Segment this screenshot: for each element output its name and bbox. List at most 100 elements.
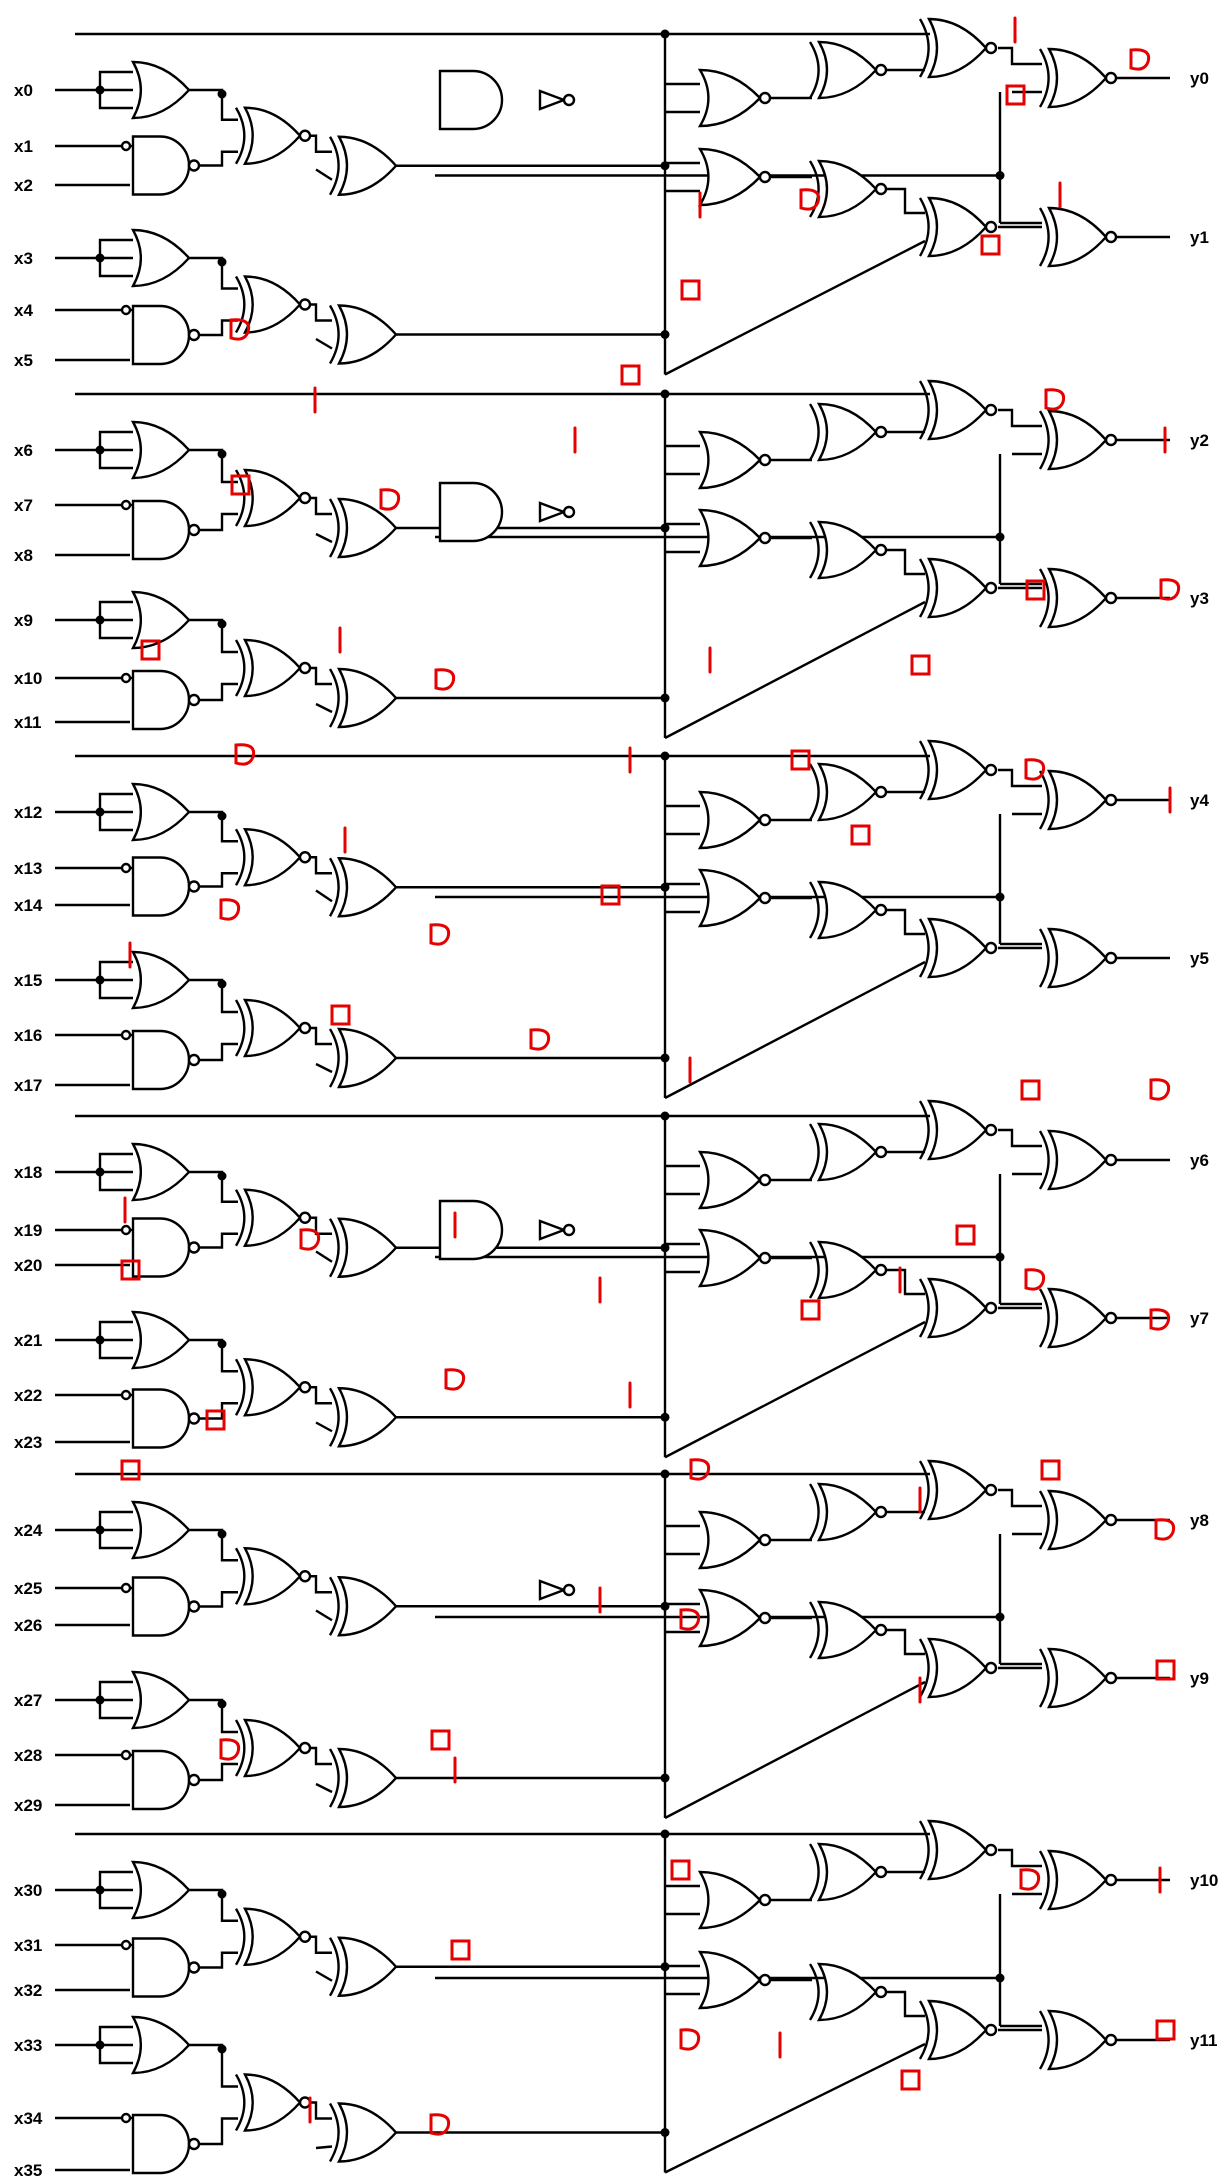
wire bbox=[664, 960, 926, 1100]
xor-input-arc bbox=[328, 857, 340, 917]
xor-input-arc bbox=[1038, 1288, 1050, 1348]
input-label-x19: x19 bbox=[14, 1221, 42, 1240]
xnor-gate bbox=[816, 159, 878, 219]
red-annotation-mark bbox=[1019, 1868, 1041, 1891]
output-label-y10: y10 bbox=[1190, 1871, 1218, 1890]
nor-gate bbox=[697, 1588, 762, 1648]
inversion-bubble bbox=[758, 91, 772, 105]
xnor-gate bbox=[816, 1240, 878, 1300]
input-label-x30: x30 bbox=[14, 1881, 42, 1900]
red-annotation-mark bbox=[955, 1224, 976, 1246]
junction-dot bbox=[217, 811, 227, 821]
input-bubble bbox=[120, 1224, 132, 1236]
red-annotation-mark bbox=[120, 1459, 141, 1481]
or-gate bbox=[130, 1310, 191, 1370]
xor-input-arc bbox=[918, 1638, 930, 1698]
xor-input-arc bbox=[808, 1123, 820, 1181]
nor-gate bbox=[697, 430, 762, 490]
xor-input-arc bbox=[918, 380, 930, 440]
inversion-bubble bbox=[984, 1661, 998, 1675]
wire bbox=[189, 978, 238, 1014]
input-bubble bbox=[120, 862, 132, 874]
junction-dot bbox=[217, 1699, 227, 1709]
red-annotation-mark bbox=[679, 2028, 701, 2051]
inversion-bubble bbox=[298, 1930, 312, 1943]
wire bbox=[189, 1338, 238, 1373]
junction-dot bbox=[660, 1829, 670, 1839]
xor-input-arc bbox=[234, 1547, 246, 1605]
xor-gate bbox=[336, 1936, 398, 1997]
and-gate bbox=[438, 481, 504, 543]
wire bbox=[98, 1890, 133, 1910]
xor-input-arc bbox=[1038, 770, 1050, 830]
inversion-bubble bbox=[758, 813, 772, 827]
wire bbox=[998, 1848, 1042, 1868]
wire bbox=[876, 187, 925, 215]
red-annotation-mark bbox=[330, 1004, 351, 1026]
input-label-x10: x10 bbox=[14, 669, 42, 688]
red-annotation-mark bbox=[1159, 578, 1181, 601]
inversion-bubble bbox=[758, 1893, 772, 1907]
inversion-bubble bbox=[298, 851, 312, 864]
input-label-x1: x1 bbox=[14, 137, 33, 156]
inversion-bubble bbox=[874, 63, 888, 77]
wire bbox=[189, 1888, 238, 1922]
inversion-bubble bbox=[1104, 433, 1118, 447]
wire bbox=[998, 1128, 1042, 1148]
nor-gate bbox=[697, 1950, 762, 2010]
xor-gate bbox=[336, 2102, 398, 2163]
junction-dot bbox=[95, 253, 105, 263]
inversion-bubble bbox=[187, 328, 201, 342]
xor-input-arc bbox=[234, 107, 246, 165]
red-annotation-mark bbox=[299, 1228, 321, 1251]
or-gate bbox=[130, 782, 191, 842]
wire bbox=[998, 46, 1042, 66]
xor-input-arc bbox=[1038, 410, 1050, 470]
junction-dot bbox=[660, 523, 670, 533]
wire bbox=[199, 1951, 238, 1969]
xor-input-arc bbox=[234, 1719, 246, 1777]
red-annotation-mark bbox=[980, 234, 1001, 256]
input-label-x25: x25 bbox=[14, 1579, 42, 1598]
wire bbox=[199, 2117, 238, 2146]
inversion-bubble bbox=[758, 1173, 772, 1187]
xor-gate bbox=[336, 1576, 398, 1637]
inversion-bubble bbox=[187, 693, 201, 707]
junction-dot bbox=[217, 1171, 227, 1181]
nand-gate bbox=[131, 1937, 191, 1998]
or-gate bbox=[130, 590, 191, 650]
inversion-bubble bbox=[187, 880, 201, 893]
inversion-bubble bbox=[984, 941, 998, 955]
xnor-gate bbox=[926, 379, 988, 441]
xnor-gate bbox=[926, 1637, 988, 1699]
xnor-gate bbox=[242, 998, 302, 1058]
inversion-bubble bbox=[984, 1123, 998, 1137]
red-annotation-mark bbox=[434, 668, 456, 691]
input-label-x18: x18 bbox=[14, 1163, 42, 1182]
wires bbox=[55, 32, 1170, 2174]
inversion-bubble bbox=[187, 159, 201, 172]
xor-input-arc bbox=[1038, 568, 1050, 628]
wire bbox=[315, 2145, 333, 2150]
wire bbox=[98, 1680, 133, 1700]
red-annotation-mark bbox=[1005, 84, 1026, 106]
xnor-gate bbox=[242, 106, 302, 165]
input-label-x4: x4 bbox=[14, 301, 33, 320]
output-label-y2: y2 bbox=[1190, 431, 1209, 450]
nor-gate bbox=[697, 1228, 762, 1288]
input-label-x20: x20 bbox=[14, 1256, 42, 1275]
junction-dot bbox=[217, 2044, 227, 2054]
junctions bbox=[95, 29, 1005, 2137]
nand-gate bbox=[131, 1749, 191, 1811]
red-annotation-mark bbox=[1149, 1308, 1171, 1331]
junction-dot bbox=[995, 892, 1005, 902]
wire bbox=[876, 1268, 925, 1296]
wire bbox=[98, 70, 133, 90]
inversion-bubble bbox=[562, 505, 576, 519]
not-gate bbox=[538, 501, 568, 523]
or-gate bbox=[130, 2015, 191, 2075]
inversion-bubble bbox=[298, 1570, 312, 1583]
input-label-x27: x27 bbox=[14, 1691, 42, 1710]
inversion-bubble bbox=[1104, 2033, 1118, 2047]
